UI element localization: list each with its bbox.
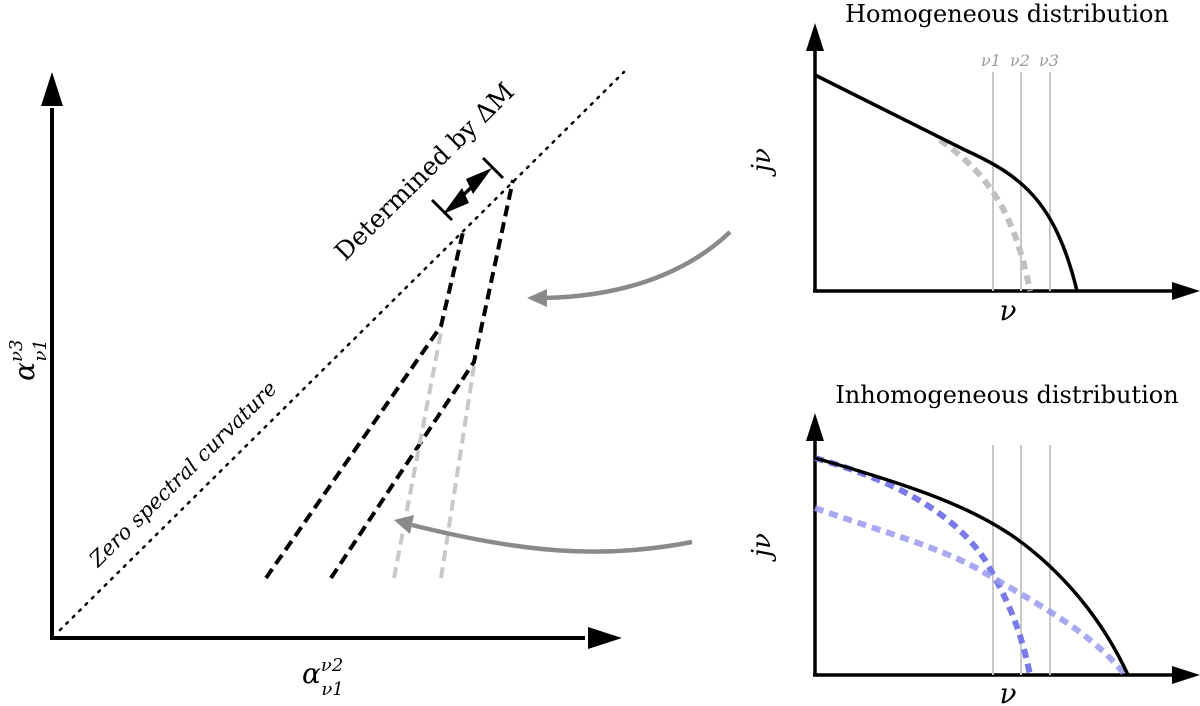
delta-m-tick-right [481,156,505,180]
top-freq-label-nu3-text: ν3 [1039,51,1059,70]
homogeneous-title: Homogeneous distribution [845,0,1169,28]
delta-m-tick-left [430,198,454,222]
bottom-y-axis-arrowhead [806,413,824,441]
bottom-x-axis-arrowhead [1172,666,1200,684]
black-dashed-curve-upper [264,227,466,580]
top-y-label: jν [747,148,777,177]
black-dashed-curve-lower [329,179,515,580]
gray-dashed-curve-left [392,331,443,579]
top-y-axis-arrowhead [806,23,824,51]
main-x-axis-arrowhead [588,627,622,649]
main-y-axis-arrowhead [41,72,63,106]
top-freq-label-nu2-text: ν2 [1010,51,1030,70]
arrow-from-inhomogeneous-head [394,515,414,534]
inhomogeneous-title: Inhomogeneous distribution [835,381,1178,409]
top-freq-label-nu1: ν1 [981,51,1001,70]
main-x-label-sub: ν1 [321,679,343,700]
top-freq-label-nu3: ν3 [1039,51,1059,70]
main-y-label-sub: ν1 [30,339,51,361]
top-x-axis-arrowhead [1172,282,1200,300]
delta-m-arrowhead-right [466,168,492,194]
bottom-spectrum-curve [814,456,1130,676]
top-x-label: ν [999,294,1016,327]
bottom-component-steep [814,455,1033,676]
bottom-x-label: ν [999,677,1016,706]
main-x-axis-label: αν2 ν1 [302,655,344,700]
delta-m-label: Determined by ΔM [329,77,520,266]
main-x-label-sup: ν2 [321,655,343,676]
bottom-y-label-text: jν [747,533,777,562]
top-freq-label-nu1-text: ν1 [981,51,1001,70]
main-x-label-base: α [302,657,321,690]
top-freq-label-nu2: ν2 [1010,51,1030,70]
main-y-label-sup: ν3 [6,340,27,362]
main-y-label-base: α [8,362,41,381]
delta-m-arrowhead-left [443,188,469,214]
delta-m-measurement [430,156,505,222]
arrow-from-homogeneous [544,230,732,301]
zero-curvature-label: Zero spectral curvature [84,376,282,572]
bottom-x-label-text: ν [999,677,1016,706]
zero-curvature-line [58,70,626,632]
arrow-from-inhomogeneous [411,522,693,554]
top-spectrum-curve [814,73,1079,292]
top-dashed-curve [938,137,1033,292]
bottom-y-label: jν [747,533,777,562]
bottom-component-shallow [813,505,1128,677]
gray-dashed-curve-right [439,365,476,579]
arrow-from-homogeneous-head [527,289,547,307]
top-y-label-text: jν [747,148,777,177]
inhomogeneous-panel: Inhomogeneous distribution jν ν [747,381,1200,706]
top-x-label-text: ν [999,294,1016,327]
homogeneous-panel: Homogeneous distribution ν1 ν2 ν3 jν ν [747,0,1200,327]
